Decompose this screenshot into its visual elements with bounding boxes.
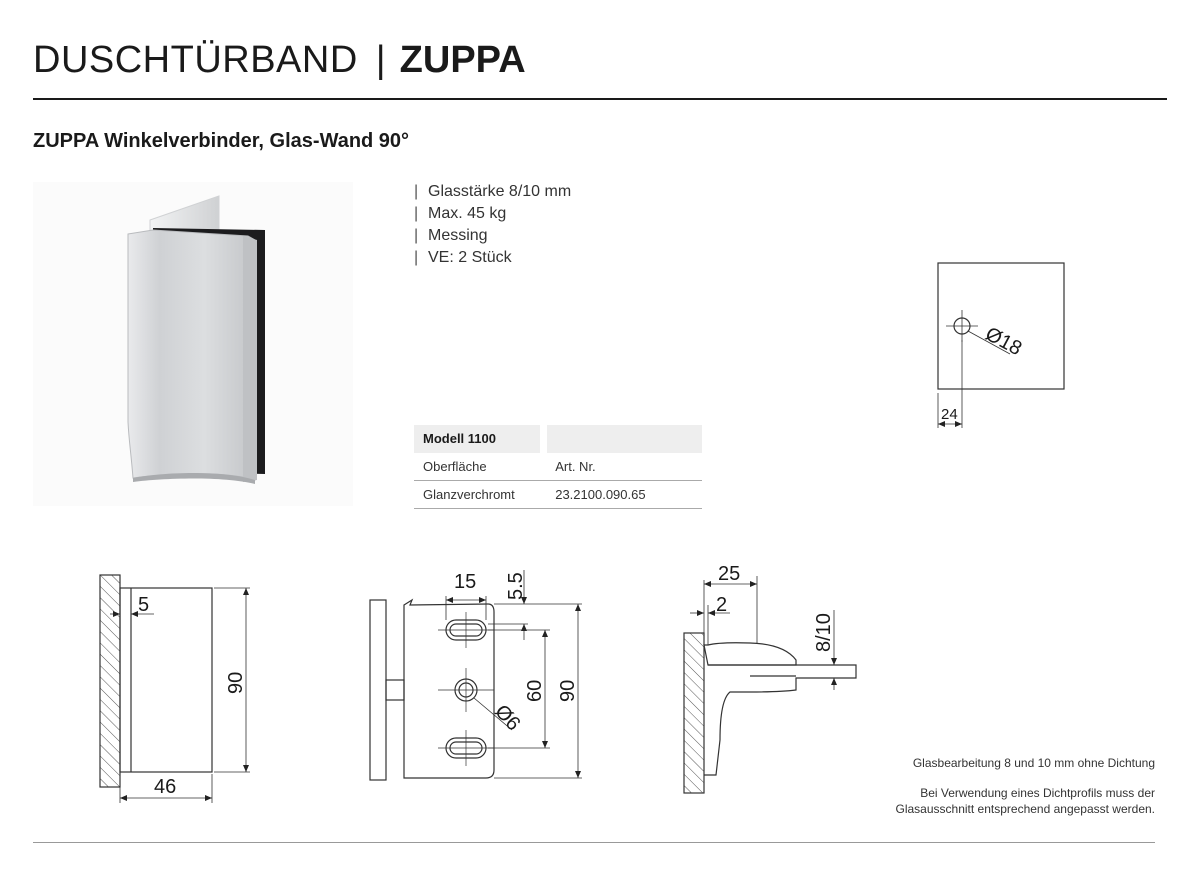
spec-bar: | bbox=[414, 227, 419, 244]
dim-front-hole-spacing: 60 bbox=[524, 680, 546, 702]
product-subtitle: ZUPPA Winkelverbinder, Glas-Wand 90° bbox=[33, 130, 410, 152]
dim-hole-offset: 24 bbox=[941, 406, 958, 423]
header-rule bbox=[33, 98, 1167, 100]
spec-item: | VE: 2 Stück bbox=[414, 247, 571, 269]
spec-text: VE: 2 Stück bbox=[428, 249, 512, 266]
page-header: DUSCHTÜRBAND | ZUPPA bbox=[33, 36, 526, 84]
table-model-cell: Modell 1100 bbox=[414, 425, 541, 453]
seal-note-line: Glasausschnitt entsprechend angepasst we… bbox=[895, 802, 1156, 816]
dim-hole-diameter: Ø18 bbox=[982, 323, 1026, 360]
dim-side-height: 90 bbox=[225, 672, 247, 694]
hole-pattern-drawing bbox=[937, 262, 1065, 428]
article-table: Modell 1100 Oberfläche Art. Nr. Glanzver… bbox=[414, 425, 702, 509]
dim-front-height: 90 bbox=[557, 680, 579, 702]
table-cell-artnr: 23.2100.090.65 bbox=[555, 487, 646, 502]
table-cell-finish: Glanzverchromt bbox=[423, 487, 515, 502]
seal-note: Bei Verwendung eines Dichtprofils muss d… bbox=[896, 785, 1156, 817]
spec-bar: | bbox=[414, 205, 419, 222]
product-photo bbox=[33, 182, 353, 506]
dim-side-gap: 5 bbox=[138, 594, 149, 616]
dim-front-hole-diameter: Ø6 bbox=[490, 701, 524, 736]
side-view-drawing bbox=[99, 574, 250, 803]
spec-bar: | bbox=[414, 183, 419, 200]
spec-text: Glasstärke 8/10 mm bbox=[428, 183, 572, 200]
spec-item: | Glasstärke 8/10 mm bbox=[414, 181, 571, 203]
processing-note: Glasbearbeitung 8 und 10 mm ohne Dichtun… bbox=[912, 756, 1155, 770]
top-view-drawing bbox=[683, 576, 857, 794]
table-header-blank bbox=[547, 425, 702, 453]
table-row: Glanzverchromt 23.2100.090.65 bbox=[414, 481, 702, 509]
header-product: ZUPPA bbox=[399, 39, 526, 81]
dim-front-slot-height: 5.5 bbox=[505, 572, 527, 600]
dim-side-width: 46 bbox=[154, 776, 176, 798]
table-column-artnr: Art. Nr. bbox=[555, 459, 596, 474]
spec-bar: | bbox=[414, 249, 419, 266]
spec-list: | Glasstärke 8/10 mm | Max. 45 kg | Messing… bbox=[414, 181, 571, 269]
dim-top-gap: 2 bbox=[716, 594, 727, 616]
header-category: DUSCHTÜRBAND bbox=[33, 39, 358, 81]
spec-text: Messing bbox=[428, 227, 488, 244]
spec-item: | Messing bbox=[414, 225, 571, 247]
table-columns-row: Oberfläche Art. Nr. bbox=[414, 453, 702, 481]
dim-top-depth: 25 bbox=[718, 563, 740, 585]
spec-item: | Max. 45 kg bbox=[414, 203, 571, 225]
table-column-finish: Oberfläche bbox=[423, 459, 487, 474]
spec-text: Max. 45 kg bbox=[428, 205, 507, 222]
dim-front-slot-offset: 15 bbox=[454, 571, 476, 593]
dim-top-glass: 8/10 bbox=[813, 613, 835, 652]
footer-rule bbox=[33, 842, 1155, 843]
front-view-drawing bbox=[369, 570, 582, 781]
header-separator: | bbox=[375, 39, 386, 81]
seal-note-line: Bei Verwendung eines Dichtprofils muss d… bbox=[920, 786, 1155, 800]
table-header-row: Modell 1100 bbox=[414, 425, 702, 453]
